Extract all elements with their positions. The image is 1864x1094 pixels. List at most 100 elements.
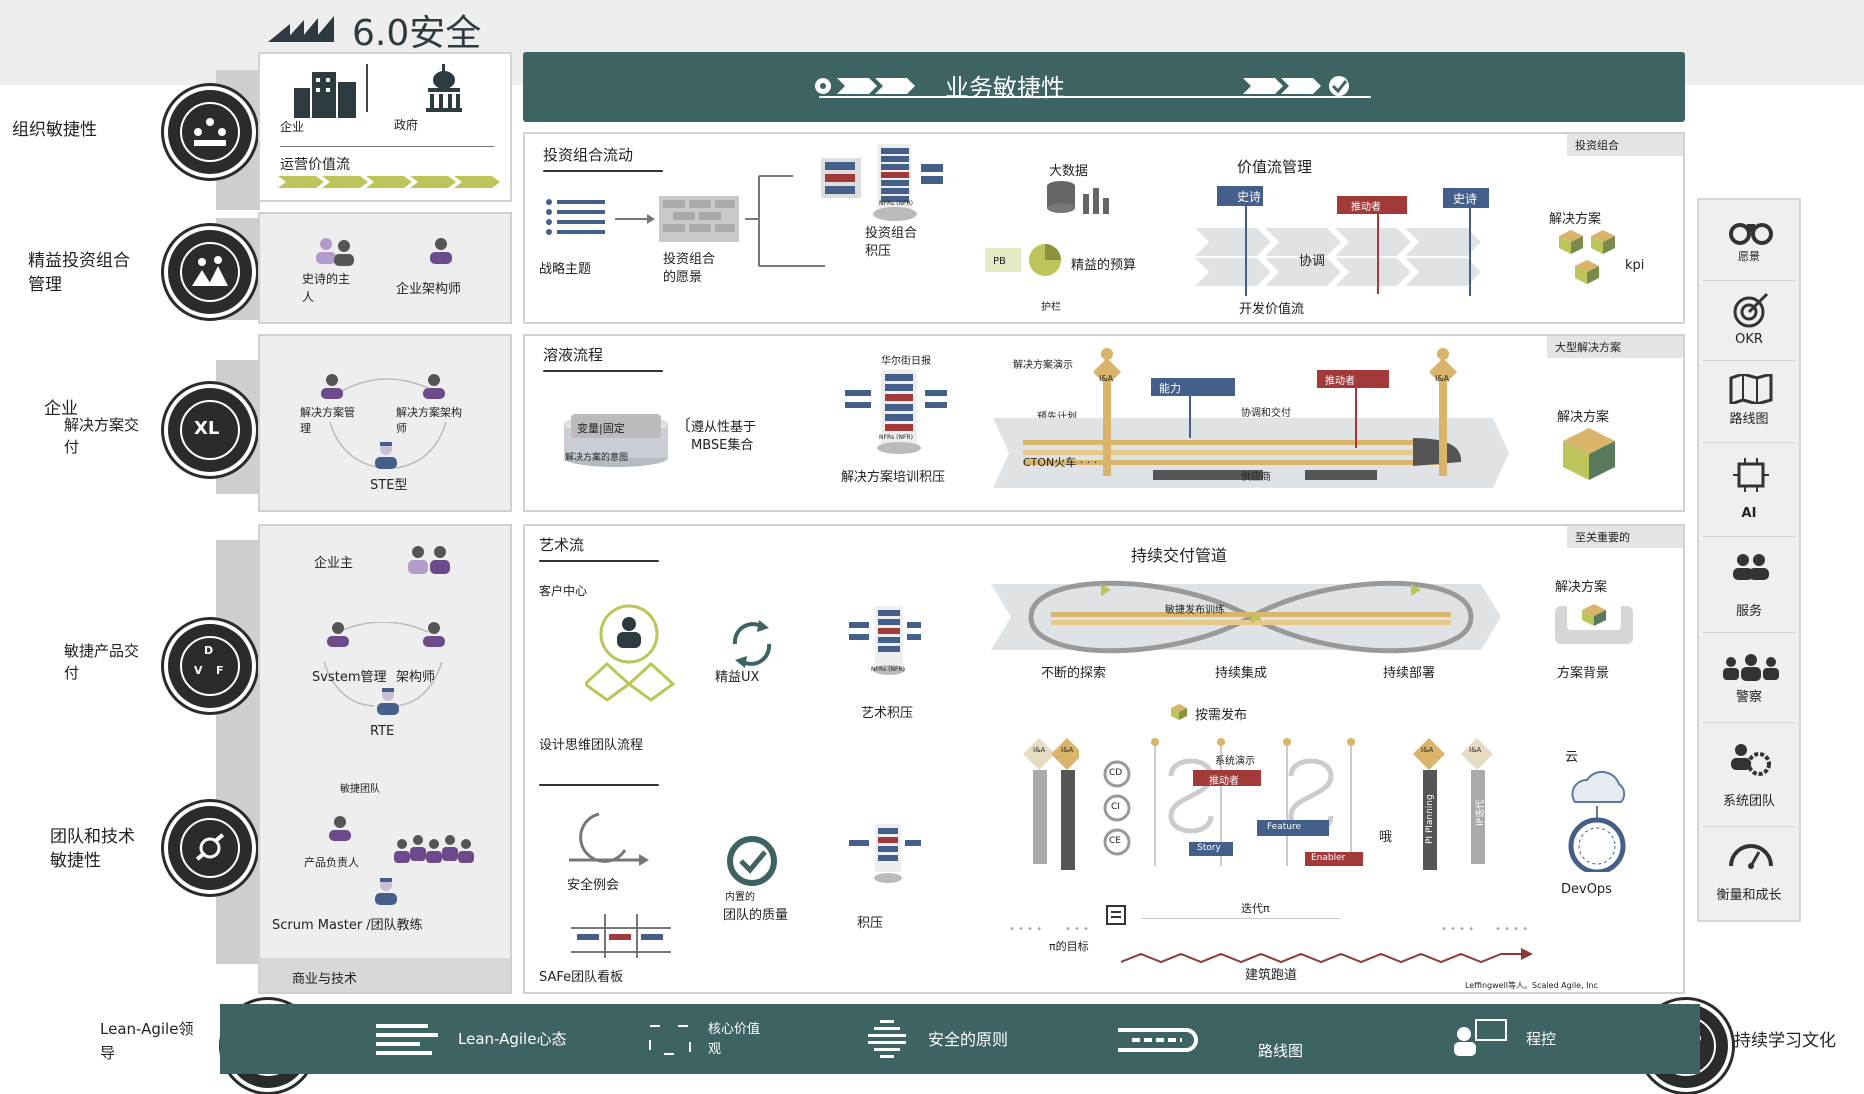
system-manager-icon: [327, 622, 349, 647]
cton-label: CTON火车 · · ·: [1023, 456, 1098, 469]
agile-team-members-icon: [394, 835, 474, 863]
sidebar-item-system-team[interactable]: 系统团队: [1722, 794, 1775, 809]
lpm-icon[interactable]: [164, 226, 256, 318]
solution-context-label: 方案背景: [1557, 666, 1610, 681]
architect-label: 架构师: [396, 670, 436, 685]
feature-label: Feature: [1267, 822, 1302, 832]
portfolio-flow-label: 投资组合流动: [543, 146, 634, 164]
ia-faded-right: I&A: [1469, 746, 1482, 754]
target-icon[interactable]: [1731, 292, 1771, 328]
portfolio-tag: 投资组合: [1567, 134, 1683, 156]
rte-icon: [377, 688, 399, 715]
kpi-label: kpi: [1625, 258, 1645, 273]
sidebar-item-measure-grow[interactable]: 衡量和成长: [1716, 888, 1782, 903]
ip-label: IP迭代: [1476, 799, 1486, 826]
coordinate-label: 协调: [1299, 254, 1326, 269]
label-lpm-1: 精益投资组合: [28, 251, 130, 271]
architectural-runway-line: [1121, 948, 1533, 964]
security-meeting-cycle-icon: [569, 812, 649, 866]
compliance-label-1: 遵从性基于: [691, 420, 757, 435]
arrow-right-icon: [615, 214, 655, 224]
principles-stack-icon: [868, 1020, 906, 1058]
epic-owner-label-2: 人: [302, 290, 315, 304]
sol-arch-label-2: 师: [396, 422, 407, 435]
agile-release-train-label: 敏捷发布训练: [1165, 605, 1225, 616]
sol-arch-label-1: 解决方案架构: [396, 406, 462, 419]
portfolio-vision-label-1: 投资组合: [663, 252, 716, 267]
dev-value-stream-label: 开发价值流: [1239, 302, 1305, 317]
solution-intent-label: 解决方案的意图: [565, 453, 629, 463]
mindset-label: Lean-Agile心态: [458, 1030, 567, 1048]
compliance-label-2: MBSE集合: [691, 438, 754, 453]
cd-pipeline-label: 持续交付管道: [1131, 546, 1228, 565]
xl-solution-icon[interactable]: XL: [164, 384, 256, 476]
art-backlog-icon: [849, 606, 921, 675]
solution-intent-icon: [564, 414, 668, 467]
essential-nfrs-label: NFRs (NFR): [871, 666, 905, 673]
customer-centric-icon: [585, 604, 675, 702]
iteration-loops: [1151, 738, 1355, 866]
enabler-label: 推动者: [1351, 202, 1381, 213]
gauge-icon[interactable]: [1727, 840, 1775, 870]
art-roles-arc: [323, 622, 443, 707]
deploy-label: 持续部署: [1383, 666, 1436, 681]
sol-mgmt-label-1: 解决方案管: [300, 406, 355, 419]
wsj-label: 华尔街日报: [881, 356, 931, 367]
product-owner-label: 产品负责人: [304, 856, 359, 869]
team-tech-icon[interactable]: [164, 802, 256, 894]
lean-budget-label: 精益的预算: [1071, 258, 1137, 273]
roadmap-map-icon[interactable]: [1729, 374, 1773, 404]
essential-panel: 至关重要的 艺术流 客户中心 设计思维团队流程 精益UX NFRs (NFR) …: [523, 524, 1685, 994]
coordinate-deliver-label: 协调和交付: [1241, 408, 1291, 419]
portfolio-panel: 投资组合 投资组合流动 战略主题 投资组合 的愿景 NFRs (NFR) 投资组…: [523, 132, 1685, 324]
sidebar-item-ai[interactable]: AI: [1741, 506, 1757, 521]
portfolio-vision-label-2: 的愿景: [663, 270, 703, 285]
binoculars-icon[interactable]: [1729, 218, 1773, 246]
rte-label: RTE: [370, 724, 395, 739]
scrum-master-icon: [375, 878, 397, 905]
ia-pin-right: [1429, 348, 1457, 476]
solution-training-backlog-icon: [845, 370, 947, 454]
solution-roles-arc: [329, 378, 447, 469]
pb-label: PB: [993, 256, 1006, 267]
ia-label-right: I&A: [1435, 374, 1450, 383]
ls-enabler-label: 推动者: [1325, 376, 1355, 387]
shared-services-icon[interactable]: [1721, 652, 1781, 682]
epic-label-1: 史诗: [1237, 190, 1262, 204]
system-team-icon[interactable]: [1729, 742, 1773, 778]
label-enterprise-1: 企业: [44, 399, 78, 419]
guardrails-label: 护栏: [1041, 302, 1061, 313]
sidebar-item-services[interactable]: 服务: [1735, 604, 1762, 619]
solution-cube-icon: [1563, 428, 1615, 480]
pi-planning-pins-right: [1413, 738, 1493, 870]
pi-enabler-label: 推动者: [1209, 776, 1239, 787]
sidebar-item-police[interactable]: 警察: [1735, 690, 1762, 705]
pi-planning-label-1: PI Planning: [1019, 786, 1029, 836]
epic-label-2: 史诗: [1453, 192, 1478, 206]
pi-objectives-icon: [1106, 905, 1126, 925]
supplier-label: 供应商: [1241, 472, 1271, 483]
ai-chip-icon[interactable]: [1731, 456, 1771, 494]
portfolio-vision-icon: [659, 196, 739, 242]
integrate-label: 持续集成: [1215, 666, 1268, 681]
org-agility-icon[interactable]: [164, 86, 256, 178]
solution-architect-icon: [423, 374, 445, 399]
agility-arrows-left: [815, 78, 915, 94]
enterprise-building-icon: [294, 72, 356, 118]
ste-icon: [375, 442, 397, 469]
sidebar-item-roadmap[interactable]: 路线图: [1729, 412, 1769, 427]
training-backlog-label: 解决方案培训积压: [841, 470, 946, 485]
release-on-demand-label: 按需发布: [1195, 708, 1248, 723]
lean-budget-icon: [985, 244, 1061, 276]
core-values-label-1: 核心价值: [708, 1022, 761, 1037]
services-people-icon[interactable]: [1731, 552, 1771, 582]
essential-solution-label: 解决方案: [1555, 580, 1608, 595]
backlog-label: 积压: [857, 916, 884, 931]
pre-plan-label: 预先计划: [1037, 412, 1077, 423]
sidebar-item-vision[interactable]: 愿景: [1738, 250, 1760, 263]
sidebar-item-okr[interactable]: OKR: [1735, 332, 1763, 347]
epic-owners-icon: [316, 238, 354, 266]
epic-tag-1: [1217, 186, 1263, 206]
label-team-tech-2: 敏捷性: [50, 851, 101, 871]
